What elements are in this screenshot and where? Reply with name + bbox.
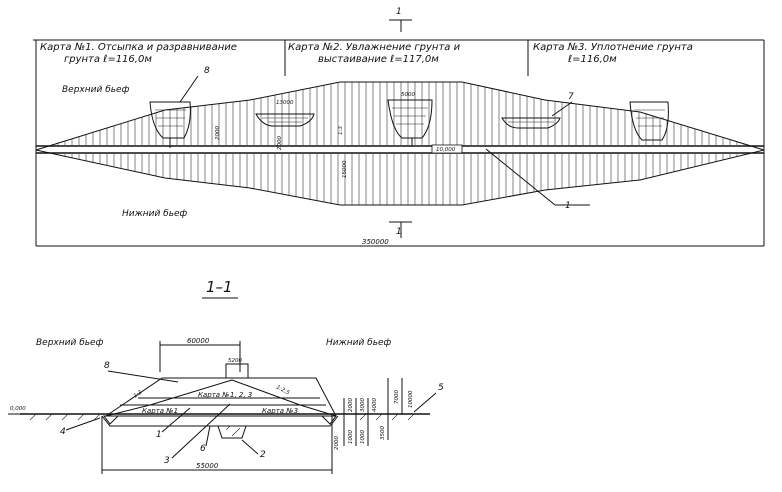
section-map-label-mid: 1, 2, 3 bbox=[230, 391, 252, 399]
trench-hatching bbox=[225, 425, 241, 437]
plan-view: 13000 5000 10,000 1:3 15000 2000 2000 8 … bbox=[35, 66, 765, 247]
section-map-label-left: Карта №1 bbox=[142, 407, 178, 415]
plan-dim-2000b: 2000 bbox=[277, 136, 283, 150]
section-callout-1: 1 bbox=[156, 430, 162, 440]
section-dim-1000b: 1000 bbox=[360, 430, 366, 444]
plan-dim-2000a: 2000 bbox=[215, 126, 221, 140]
spreader-position-3 bbox=[387, 99, 433, 146]
section-map-label-right: Карта №3 bbox=[262, 407, 298, 415]
section-mark-top: 1 bbox=[389, 7, 412, 32]
spreader-position-1 bbox=[149, 101, 191, 148]
plan-dim-15000: 15000 bbox=[342, 160, 348, 178]
section-dim-4000: 4000 bbox=[372, 398, 378, 412]
spreader-position-5 bbox=[629, 101, 669, 141]
section-mark-number-bottom: 1 bbox=[396, 227, 402, 237]
map3-title: Карта №3. Уплотнение грунта bbox=[533, 42, 693, 53]
section-base-width: 55000 bbox=[196, 462, 219, 470]
section-mark-bottom: 1 bbox=[389, 221, 412, 238]
callout-1-plan: 1 bbox=[565, 201, 571, 211]
section-callout-3: 3 bbox=[164, 456, 170, 466]
plan-hatching-lower bbox=[57, 154, 745, 205]
plan-dim-13000: 13000 bbox=[276, 100, 294, 106]
section-mark-number: 1 bbox=[396, 7, 402, 17]
plan-dim-5000: 5000 bbox=[401, 92, 415, 98]
ground-hatching bbox=[29, 413, 415, 421]
section-dim-3500: 3500 bbox=[380, 426, 386, 440]
section-title: 1–1 bbox=[206, 278, 233, 296]
map2-subtitle: выстаивание ℓ=117,0м bbox=[318, 54, 439, 65]
map1-title: Карта №1. Отсыпка и разравнивание bbox=[40, 42, 237, 53]
callout-7-plan: 7 bbox=[568, 92, 574, 102]
section-slope-right: 1:2,5 bbox=[275, 384, 291, 396]
section-slope-left: 1:3 bbox=[133, 389, 144, 399]
section-dim-2000b: 2000 bbox=[334, 436, 340, 450]
section-dim-1000a: 1000 bbox=[348, 430, 354, 444]
section-crest-small: 5200 bbox=[228, 358, 242, 364]
spreader-position-4 bbox=[501, 117, 561, 129]
section-view: 1–1 Верхний бьеф Нижний бьеф 60000 5200 … bbox=[8, 278, 444, 474]
plan-downstream-label: Нижний бьеф bbox=[122, 209, 188, 219]
section-callout-2: 2 bbox=[260, 450, 266, 460]
section-callout-5: 5 bbox=[438, 383, 444, 393]
section-callout-8: 8 bbox=[104, 361, 110, 371]
plan-hatching-upper bbox=[57, 82, 745, 145]
section-ground-level: 0,000 bbox=[10, 406, 26, 412]
section-downstream-label: Нижний бьеф bbox=[326, 338, 392, 348]
map-header: Карта №1. Отсыпка и разравнивание грунта… bbox=[33, 39, 765, 246]
section-dim-10000: 10000 bbox=[408, 390, 414, 408]
map1-subtitle: грунта ℓ=116,0м bbox=[64, 54, 152, 65]
section-dim-3000: 3000 bbox=[360, 398, 366, 412]
section-upstream-label: Верхний бьеф bbox=[36, 338, 104, 348]
section-crest-width: 60000 bbox=[187, 337, 210, 345]
section-dim-2000a: 2000 bbox=[348, 398, 354, 412]
section-callout-4: 4 bbox=[60, 427, 66, 437]
spreader-position-2 bbox=[255, 113, 315, 127]
plan-dim-10000: 10,000 bbox=[436, 147, 456, 153]
plan-slope: 1:3 bbox=[338, 126, 344, 135]
callout-8-plan: 8 bbox=[204, 66, 210, 76]
section-map-label-top: Карта № bbox=[198, 391, 230, 399]
plan-total-length: 350000 bbox=[362, 238, 389, 246]
plan-upstream-label: Верхний бьеф bbox=[62, 85, 130, 95]
section-dim-7000: 7000 bbox=[394, 390, 400, 404]
section-callout-6: 6 bbox=[200, 444, 206, 454]
map2-title: Карта №2. Увлажнение грунта и bbox=[288, 42, 461, 53]
map3-subtitle: ℓ=116,0м bbox=[568, 54, 617, 65]
